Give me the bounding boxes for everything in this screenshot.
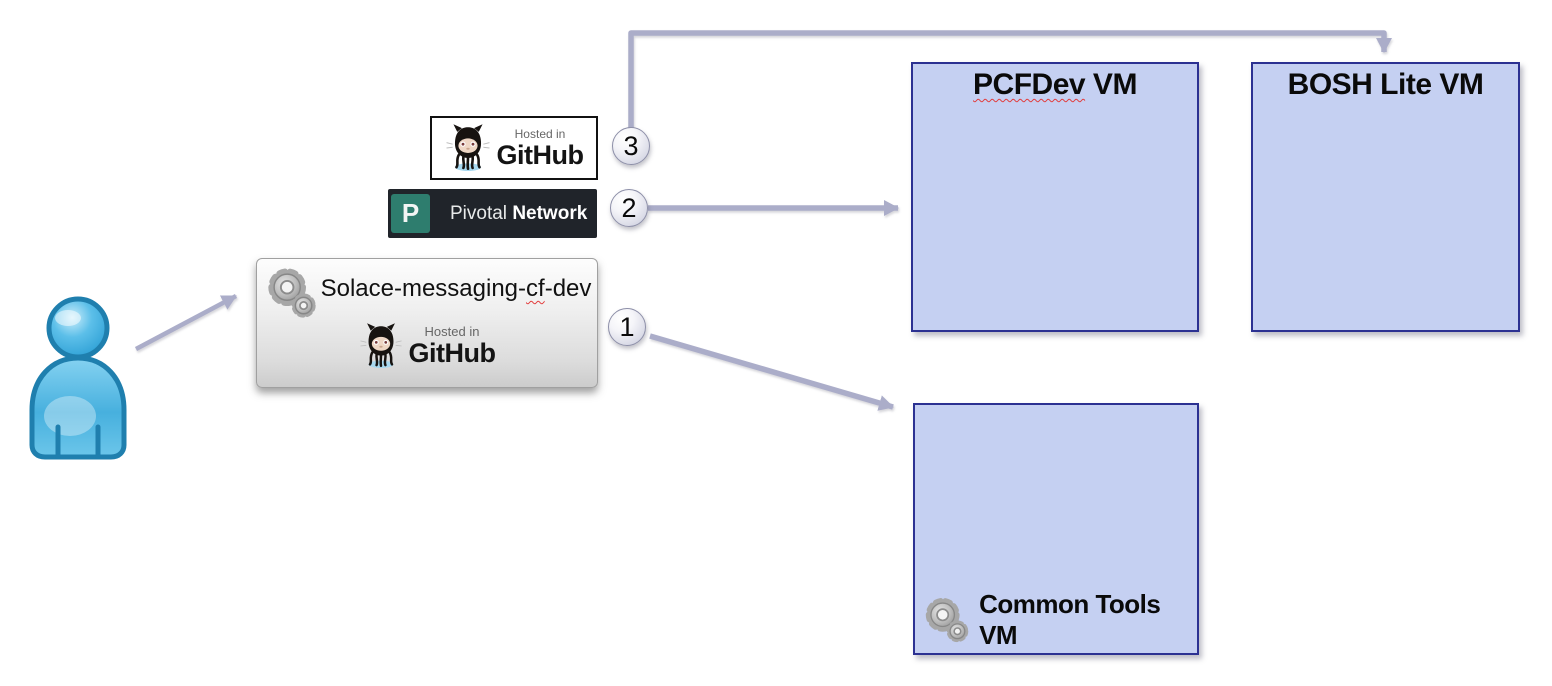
vm-box-common-tools: Common Tools VM	[913, 403, 1199, 655]
network-word: Network	[512, 202, 588, 224]
hosted-in-label: Hosted in	[424, 324, 480, 339]
pivotal-word: Pivotal	[450, 202, 508, 224]
arrow-step1-to-commontools	[649, 333, 894, 411]
solace-box-title: Solace-messaging-cf-dev	[317, 275, 595, 303]
step-marker-1: 1	[608, 308, 646, 346]
arrow-step3-to-boshlite	[628, 30, 1392, 128]
user-person-icon	[29, 296, 127, 460]
step-marker-3: 3	[612, 127, 650, 165]
vm-box-pcfdev: PCFDev VM	[911, 62, 1199, 332]
solace-messaging-cf-dev-box: Solace-messaging-cf-dev Hosted in GitHub	[256, 258, 598, 388]
github-wordmark: GitHub	[496, 139, 584, 170]
bosh-lite-vm-title: BOSH Lite VM	[1287, 68, 1484, 101]
common-tools-vm-title: Common Tools VM	[979, 589, 1161, 650]
solace-title-squiggled: cf	[526, 275, 545, 302]
solace-github-badge: Hosted in GitHub	[257, 309, 597, 383]
common-tools-row: Common Tools VM	[921, 589, 1197, 651]
hosted-in-label: Hosted in	[514, 126, 566, 141]
octocat-icon	[445, 122, 491, 174]
pcfdev-title-squiggled: PCFDev	[973, 68, 1086, 101]
solace-title-post: -dev	[544, 275, 592, 302]
pcfdev-title-rest: VM	[1085, 68, 1138, 101]
github-badge-text: Hosted in GitHub	[409, 325, 496, 367]
github-wordmark: GitHub	[408, 338, 496, 368]
arrow-user-to-solace	[134, 294, 238, 351]
pivotal-network-label: Pivotal Network	[450, 203, 587, 225]
pivotal-logo-icon: P	[391, 194, 430, 233]
solace-title-pre: Solace-messaging-	[320, 275, 527, 302]
step-marker-2: 2	[610, 189, 648, 227]
github-badge-text: Hosted in GitHub	[497, 128, 584, 169]
octocat-icon	[359, 322, 403, 370]
pcfdev-vm-title: PCFDev VM	[913, 68, 1197, 102]
pivotal-network-badge: P Pivotal Network	[388, 189, 597, 238]
vm-box-bosh-lite: BOSH Lite VM	[1251, 62, 1520, 332]
hosted-in-github-badge: Hosted in GitHub	[430, 116, 598, 180]
